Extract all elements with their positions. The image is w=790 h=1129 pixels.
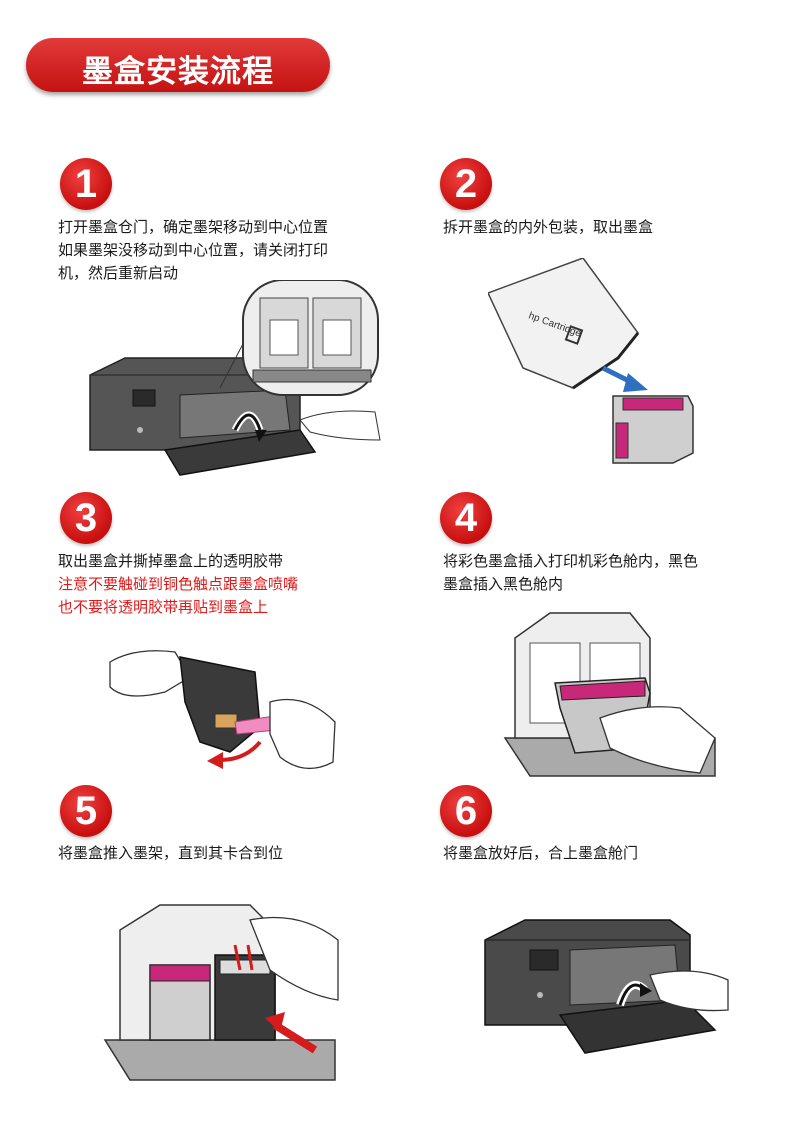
step-5-text: 将墨盒推入墨架，直到其卡合到位 xyxy=(58,842,283,865)
step-3-warning-2: 也不要将透明胶带再贴到墨盒上 xyxy=(58,598,269,616)
step-5-number: 5 xyxy=(60,785,112,837)
step-3-illustration-remove-tape xyxy=(109,650,336,769)
step-1-text: 打开墨盒仓门，确定墨架移动到中心位置 如果墨架没移动到中心位置，请关闭打印 机，… xyxy=(58,216,328,285)
step-3-line-1: 取出墨盒并撕掉墨盒上的透明胶带 xyxy=(58,552,284,570)
step-2-number: 2 xyxy=(440,158,492,210)
step-5-line-1: 将墨盒推入墨架，直到其卡合到位 xyxy=(58,844,284,862)
step-1-line-2: 如果墨架没移动到中心位置，请关闭打印 xyxy=(58,241,329,259)
step-4-line-2: 墨盒插入黑色舱内 xyxy=(443,575,564,593)
step-2-illustration-unpack: hp Cartridge xyxy=(488,258,694,464)
step-1-number: 1 xyxy=(60,158,112,210)
step-4-number: 4 xyxy=(440,492,492,544)
step-4-text: 将彩色墨盒插入打印机彩色舱内，黑色 墨盒插入黑色舱内 xyxy=(443,550,698,596)
step-1-illustration-open-printer xyxy=(89,280,381,476)
step-2-line-1: 拆开墨盒的内外包装，取出墨盒 xyxy=(443,218,654,236)
step-2-text: 拆开墨盒的内外包装，取出墨盒 xyxy=(443,216,653,239)
step-6-line-1: 将墨盒放好后，合上墨盒舱门 xyxy=(443,844,639,862)
title-banner: 墨盒安装流程 xyxy=(26,38,330,92)
step-5-illustration-push-cartridge xyxy=(103,904,339,1081)
step-4-illustration-insert-cartridge xyxy=(503,612,716,777)
step-6-text: 将墨盒放好后，合上墨盒舱门 xyxy=(443,842,638,865)
page-title: 墨盒安装流程 xyxy=(82,54,274,90)
step-1-line-1: 打开墨盒仓门，确定墨架移动到中心位置 xyxy=(58,218,329,236)
step-3-number: 3 xyxy=(60,492,112,544)
step-3-warning-1: 注意不要触碰到铜色触点跟墨盒喷嘴 xyxy=(58,575,299,593)
step-6-illustration-close-door xyxy=(484,919,729,1054)
step-6-number: 6 xyxy=(440,785,492,837)
step-4-line-1: 将彩色墨盒插入打印机彩色舱内，黑色 xyxy=(443,552,699,570)
step-1-line-3: 机，然后重新启动 xyxy=(58,264,179,282)
step-3-text: 取出墨盒并撕掉墨盒上的透明胶带 注意不要触碰到铜色触点跟墨盒喷嘴 也不要将透明胶… xyxy=(58,550,298,619)
